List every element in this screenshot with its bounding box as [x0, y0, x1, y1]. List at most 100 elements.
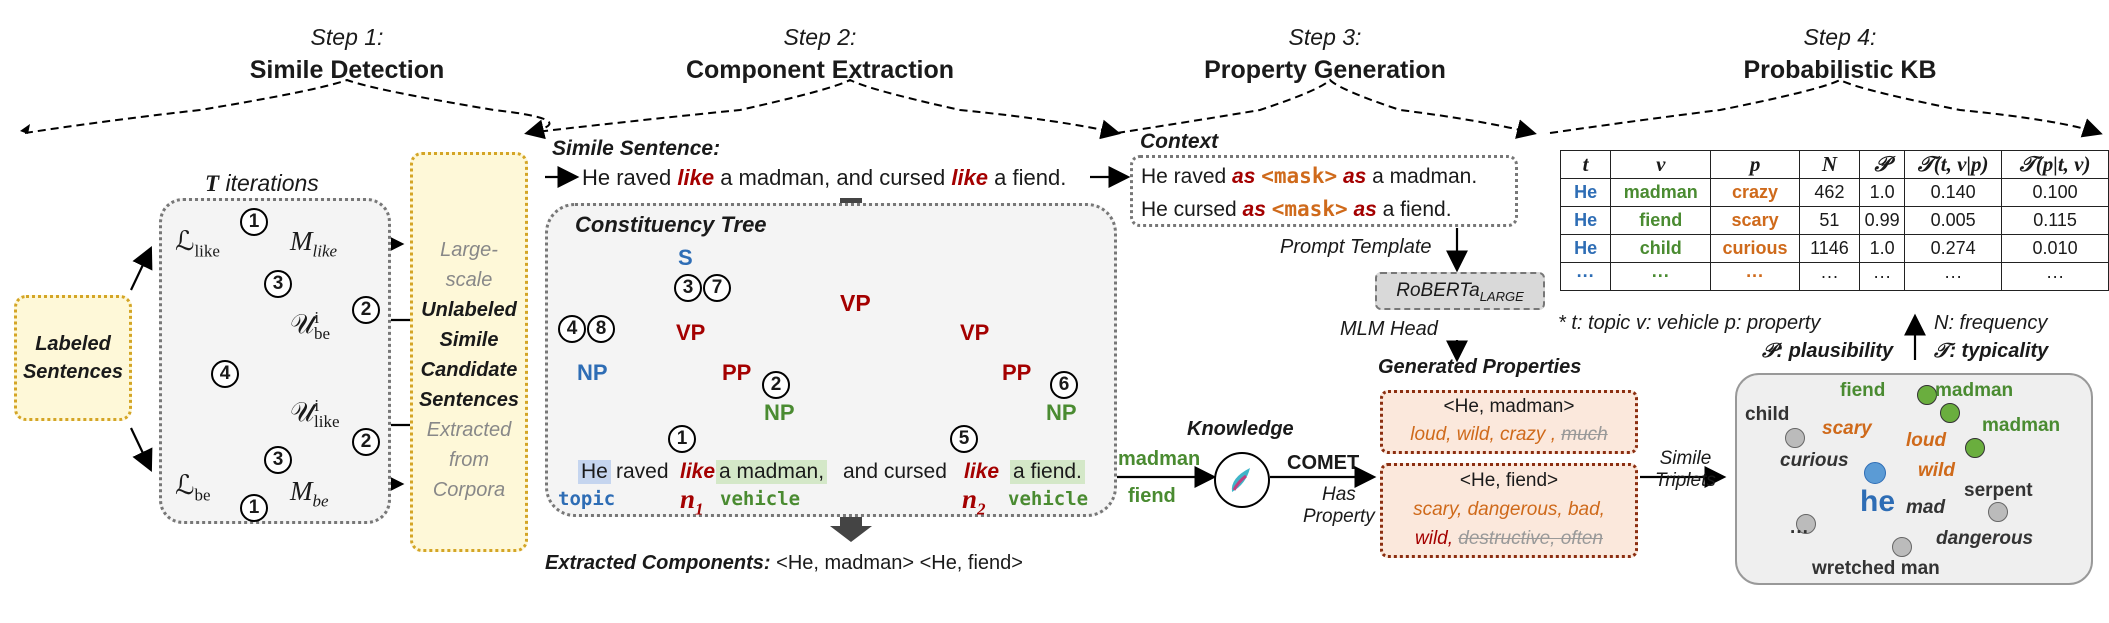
- constituency-tree-title: Constituency Tree: [575, 212, 767, 237]
- step2-title: Component Extraction: [685, 56, 955, 84]
- sentence-part2: a madman, and cursed: [714, 165, 952, 190]
- cell: ···: [2001, 262, 2109, 291]
- gen1-struck: much: [1561, 424, 1608, 445]
- tree-node-vp-right: VP: [960, 320, 990, 345]
- tree-node-np-right: NP: [1046, 400, 1077, 425]
- step1-title: Simile Detection: [249, 56, 445, 84]
- tree-marker-7: 7: [703, 274, 731, 302]
- mlm-head-label: MLM Head: [1340, 318, 1438, 340]
- graph-label-he: he: [1860, 485, 1896, 518]
- word-a-fiend: a fiend.: [1010, 460, 1085, 484]
- extracted-label: Extracted Components:: [545, 552, 771, 574]
- cell: ···: [1710, 262, 1800, 291]
- legend-typicality: 𝒯: typicality: [1934, 340, 2049, 362]
- context-box: He raved as <mask> as a madman. He curse…: [1130, 155, 1518, 227]
- step-marker-4: 4: [211, 360, 239, 388]
- step2-number: Step 2:: [783, 24, 857, 50]
- tag-n1: n1: [680, 484, 704, 519]
- tree-marker-2: 2: [762, 371, 790, 399]
- cell: 0.99: [1859, 206, 1906, 235]
- cand-post1: Extracted: [426, 419, 512, 441]
- tag-n2-letter: n: [962, 484, 978, 514]
- tree-node-vp-top: VP: [840, 290, 871, 316]
- graph-node-madman1: [1940, 403, 1960, 423]
- graph-label-madman2: madman: [1982, 415, 2061, 436]
- sentence-part1: He raved: [582, 165, 678, 190]
- word-and-cursed: and cursed: [843, 460, 947, 483]
- vehicle-fiend: fiend: [1128, 485, 1176, 507]
- step-marker-2a: 2: [352, 296, 380, 324]
- l-like-node: ℒlike: [175, 226, 220, 261]
- graph-node-more: [1796, 514, 1816, 534]
- cell: 0.010: [2001, 234, 2109, 263]
- roberta-box: RoBERTaLARGE: [1375, 272, 1545, 310]
- m-be-node: Mbe: [290, 476, 329, 511]
- word-like2: like: [964, 460, 1000, 483]
- step-marker-3a: 3: [264, 270, 292, 298]
- tag-vehicle1: vehicle: [720, 488, 801, 510]
- vehicle-madman: madman: [1118, 448, 1201, 470]
- comet-logo-icon: [1214, 452, 1270, 508]
- tree-node-np-mid: NP: [764, 400, 795, 425]
- tree-node-pp-left: PP: [722, 360, 752, 385]
- tag-n2: n2: [962, 484, 986, 519]
- context-line1: He raved as <mask> as a madman.: [1141, 160, 1507, 193]
- word-a-madman: a madman,: [716, 460, 828, 484]
- tag-topic: topic: [558, 488, 616, 510]
- ctx2-as1: as: [1242, 198, 1266, 221]
- graph-label-more: ···: [1790, 522, 1809, 543]
- context-line2: He cursed as <mask> as a fiend.: [1141, 193, 1507, 226]
- gen2-head: <He, fiend>: [1459, 470, 1559, 491]
- th-v: v: [1610, 150, 1712, 179]
- tag-n2-sub: 2: [977, 499, 986, 519]
- cell: 0.100: [2001, 178, 2109, 207]
- tree-node-np-left: NP: [577, 360, 608, 385]
- cell: 51: [1798, 206, 1861, 235]
- cell: curious: [1710, 234, 1800, 263]
- cell: madman: [1610, 178, 1712, 207]
- step-marker-3b: 3: [264, 446, 292, 474]
- cand-bold2: Simile: [439, 329, 499, 351]
- table-header-row: t v p N 𝒫 𝒯(t, v|p) 𝒯(p|t, v): [1559, 150, 2109, 179]
- cell: 0.005: [1904, 206, 2003, 235]
- roberta-label: RoBERTa: [1396, 280, 1480, 301]
- labeled-sentences-box: Labeled Sentences: [14, 295, 132, 421]
- th-n: N: [1798, 150, 1861, 179]
- step3-title: Property Generation: [1204, 56, 1446, 84]
- cell: 1.0: [1859, 234, 1906, 263]
- gen1-props: loud, wild, crazy: [1410, 424, 1546, 445]
- step-marker-2b: 2: [352, 428, 380, 456]
- iterations-label: T iterations: [205, 170, 319, 196]
- graph-label-madman1: madman: [1935, 380, 2014, 401]
- extracted-value: <He, madman> <He, fiend>: [776, 552, 1023, 574]
- tag-n1-letter: n: [680, 484, 696, 514]
- gen1-props-line: loud, wild, crazy , much: [1383, 421, 1635, 449]
- cell: 1146: [1798, 234, 1861, 263]
- simile-sentence-label: Simile Sentence:: [552, 137, 721, 160]
- has-property-line2: Property: [1303, 506, 1375, 527]
- simile-triplets-line1: Simile: [1659, 448, 1712, 469]
- word-raved: raved: [616, 460, 669, 483]
- extracted-components: Extracted Components: <He, madman> <He, …: [545, 552, 1023, 575]
- gen2-line2: wild, destructive, often: [1383, 524, 1635, 553]
- gen2-line2a: wild,: [1415, 528, 1459, 549]
- cell: He: [1559, 178, 1612, 207]
- graph-node-he: [1864, 462, 1886, 484]
- word-he: He: [578, 460, 611, 484]
- context-label: Context: [1140, 130, 1219, 153]
- cell: ···: [1610, 262, 1712, 291]
- knowledge-graph-box: [1735, 373, 2093, 585]
- cand-bold4: Sentences: [418, 389, 520, 411]
- ctx1-mask: <mask>: [1261, 164, 1338, 188]
- gen2-line1: scary, dangerous, bad,: [1413, 499, 1605, 520]
- graph-edge-scary: scary: [1822, 418, 1872, 439]
- probabilistic-kb-table: t v p N 𝒫 𝒯(t, v|p) 𝒯(p|t, v) He madman …: [1559, 150, 2109, 291]
- ctx1-as1: as: [1232, 165, 1256, 188]
- generated-box-madman: <He, madman> loud, wild, crazy , much: [1380, 390, 1638, 454]
- graph-edge-loud: loud: [1906, 430, 1947, 451]
- graph-node-madman2: [1965, 438, 1985, 458]
- gen1-head: <He, madman>: [1443, 396, 1575, 417]
- sentence-part3: a fiend.: [988, 165, 1067, 190]
- tree-node-pp-right: PP: [1002, 360, 1032, 385]
- graph-label-child: child: [1745, 404, 1790, 425]
